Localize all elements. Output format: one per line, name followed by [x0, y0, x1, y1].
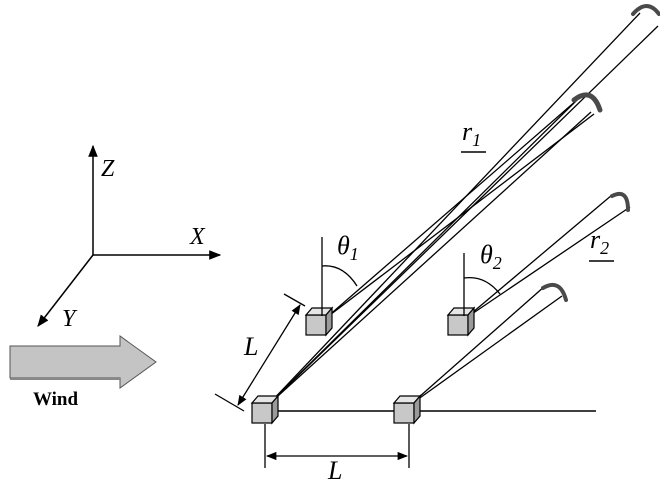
kite-3 [610, 191, 630, 212]
kite-1 [631, 4, 660, 16]
station-box-3 [446, 306, 476, 337]
theta1-label: θ1 [337, 231, 359, 264]
kite-4 [541, 283, 568, 302]
svg-text:r2: r2 [590, 225, 609, 258]
theta2-label: θ2 [480, 240, 502, 273]
ground-stations [250, 306, 476, 425]
horizontal-length-label: L [327, 456, 342, 479]
kite-2 [571, 92, 603, 113]
station-box-2 [304, 306, 334, 337]
y-axis [37, 254, 94, 327]
r2-label: r2 [589, 225, 614, 262]
horizontal-length-dimension [264, 424, 410, 468]
y-axis-label: Y [62, 306, 78, 332]
coordinate-axes: Z X Y [37, 144, 222, 332]
kites [541, 4, 660, 302]
svg-text:r1: r1 [462, 117, 481, 150]
station-box-1 [250, 394, 280, 425]
wind-label: Wind [33, 389, 79, 410]
r1-label: r1 [461, 117, 486, 153]
wind-arrow: Wind [9, 335, 157, 410]
tethers [267, 12, 659, 406]
theta1-marker [321, 237, 358, 316]
diagonal-length-label: L [243, 332, 258, 361]
theta2-marker [463, 253, 501, 316]
z-axis-label: Z [101, 156, 115, 182]
station-box-4 [392, 394, 422, 425]
x-axis-label: X [189, 224, 206, 250]
diagonal-length-dimension [214, 293, 306, 412]
